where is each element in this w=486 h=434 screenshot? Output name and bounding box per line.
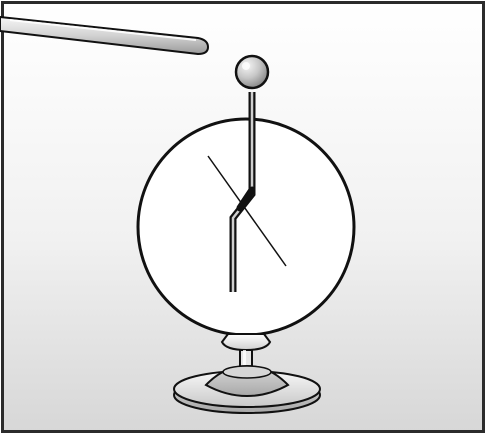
glass-jar — [136, 117, 356, 337]
metal-knob — [234, 54, 270, 90]
metal-rod — [229, 92, 256, 292]
jar-cap — [220, 333, 272, 352]
pointer-needle — [207, 155, 287, 267]
stand — [173, 349, 321, 414]
charged-rod — [0, 16, 209, 55]
